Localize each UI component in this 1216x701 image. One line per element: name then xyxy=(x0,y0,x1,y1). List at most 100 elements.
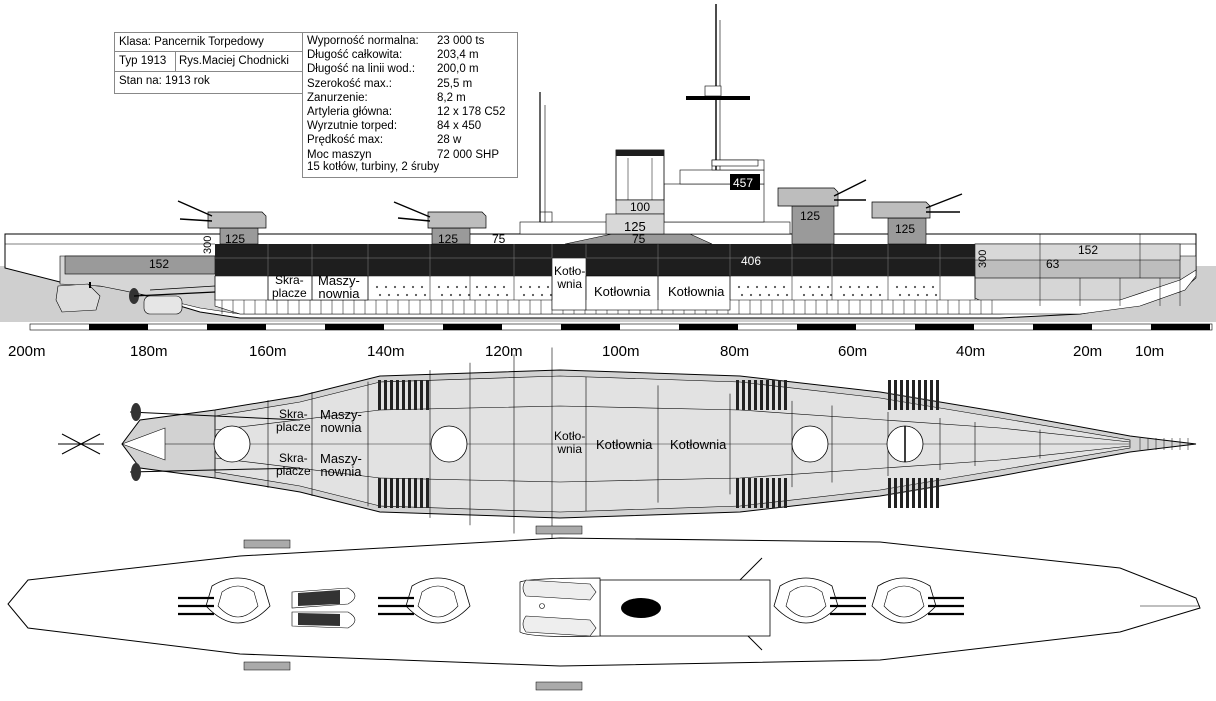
scale-tick-label: 100m xyxy=(602,343,640,360)
scale-tick-label: 180m xyxy=(130,343,168,360)
spec-value: 12 x 178 C52 xyxy=(437,106,506,118)
lifeboat-icon xyxy=(291,587,356,629)
turret-icon xyxy=(378,577,471,624)
plan-boiler-2-label: Kotłownia xyxy=(670,437,727,452)
spec-label: Zanurzenie: xyxy=(307,91,368,104)
turret-icon xyxy=(773,577,866,624)
scale-tick-label: 40m xyxy=(956,343,985,360)
spec-label: Wyrzutnie torped: xyxy=(307,120,398,133)
belt-main-region xyxy=(215,244,975,276)
type-label: Typ 1913 xyxy=(119,55,167,67)
barbette-4 xyxy=(887,217,927,245)
scale-segment xyxy=(915,324,974,330)
class-label: Klasa: Pancernik Torpedowy xyxy=(119,36,264,48)
armor-belt-main-label: 406 xyxy=(741,254,761,268)
armor-labels: 125 125 125 125 125 100 457 75 75 152 40… xyxy=(149,176,1098,271)
anchor-icon xyxy=(58,433,104,455)
scale-segment xyxy=(561,324,620,330)
plan-condenser-bottom-label: Skra- placze xyxy=(276,451,311,478)
scale-segment xyxy=(679,324,738,330)
state-label: Stan na: 1913 rok xyxy=(119,75,210,87)
funnel-top xyxy=(621,598,661,618)
armor-citadel-label: 125 xyxy=(624,219,646,234)
scale-tick-label: 10m xyxy=(1135,343,1164,360)
barbette-plan-1 xyxy=(213,425,251,463)
turret-icon xyxy=(178,577,271,624)
belt-fore-region xyxy=(64,255,216,275)
spec-value: 8,2 m xyxy=(437,91,466,104)
compartment-engine-side-label: Maszy- nownia xyxy=(318,273,360,301)
turret-icon xyxy=(177,200,267,229)
scale-segment xyxy=(443,324,502,330)
compartment-lines xyxy=(214,276,976,300)
spec-label: Długość na linii wod.: xyxy=(307,63,416,76)
armor-turret-2-label: 125 xyxy=(438,232,458,246)
info-box-left: Klasa: Pancernik Torpedowy Typ 1913 Rys.… xyxy=(114,32,304,94)
scale-tick-label: 20m xyxy=(1073,343,1102,360)
scale-segment xyxy=(797,324,856,330)
barbette-3 xyxy=(791,205,835,245)
scale-segment xyxy=(1033,324,1092,330)
turret-icon xyxy=(777,179,867,207)
spec-value: 28 w xyxy=(437,134,462,147)
scale-tick-label: 200m xyxy=(8,343,46,360)
plan-engine-bottom-label: Maszy- nownia xyxy=(320,451,362,479)
rudder xyxy=(55,283,101,313)
armor-bulkhead-aft-label: 300 xyxy=(202,236,214,254)
mast-yard xyxy=(686,96,750,100)
propulsion-label: 15 kotłów, turbiny, 2 śruby xyxy=(307,161,440,173)
spec-value: 203,4 m xyxy=(437,49,479,62)
scale-tick-label: 160m xyxy=(249,343,287,360)
compartment-engine-side xyxy=(267,275,369,301)
internal-plan xyxy=(58,347,1197,541)
plan-boiler-1-label: Kotłownia xyxy=(596,437,653,452)
side-profile xyxy=(0,4,1216,322)
scale-tick-label: 140m xyxy=(367,343,405,360)
armor-deck-mid-label: 75 xyxy=(632,232,646,246)
magazine-dots xyxy=(375,285,938,297)
barbette-plan-2 xyxy=(430,425,468,463)
armor-tower-label: 100 xyxy=(630,200,650,214)
barbette-plan-3 xyxy=(791,425,829,463)
armor-deck-upper-label: 75 xyxy=(492,232,506,246)
armor-belt-fore-label: 152 xyxy=(149,257,169,271)
armor-turret-1-label: 125 xyxy=(225,232,245,246)
armor-bow-lower-label: 63 xyxy=(1046,257,1060,271)
conning-tower xyxy=(605,213,665,235)
spec-label: Moc maszyn xyxy=(307,148,372,161)
compartment-boiler-small-side xyxy=(551,257,587,311)
top-deck-view xyxy=(7,525,1201,691)
compartment-boiler-2-side-label: Kotłownia xyxy=(668,284,725,299)
armor-turret-4-label: 125 xyxy=(895,222,915,236)
spec-value: 25,5 m xyxy=(437,77,473,90)
spec-label: Artyleria główna: xyxy=(307,106,393,118)
spec-label: Wyporność normalna: xyxy=(307,35,419,47)
scale-tick-label: 120m xyxy=(485,343,523,360)
scale-bar xyxy=(29,323,1213,331)
spec-value: 72 000 SHP xyxy=(437,148,500,161)
plan-boiler-small-label: Kotło- wnia xyxy=(554,429,586,456)
scale-segment xyxy=(207,324,266,330)
compartment-condenser-side: Skra- placze xyxy=(272,273,307,300)
armor-funnel-label: 457 xyxy=(733,176,753,190)
armor-turret-3-label: 125 xyxy=(800,209,820,223)
spec-label: Prędkość max: xyxy=(307,134,384,147)
scale-tick-label: 80m xyxy=(720,343,749,360)
turret-icon xyxy=(871,193,963,219)
spec-label: Długość całkowita: xyxy=(307,49,403,62)
turret-icon xyxy=(393,201,487,229)
scale-segment xyxy=(89,324,148,330)
funnel xyxy=(615,149,665,201)
propeller-icon xyxy=(129,288,216,304)
funnel-marking-box xyxy=(730,174,760,190)
armor-bulkhead-fore-label: 300 xyxy=(977,250,989,268)
propeller-icon xyxy=(131,463,141,481)
scale-segment xyxy=(325,324,384,330)
compartment-boiler-small-side-label: Kotło- wnia xyxy=(554,264,586,291)
armor-belt-aft-label: 152 xyxy=(1078,243,1098,257)
double-bottom xyxy=(214,269,1197,315)
